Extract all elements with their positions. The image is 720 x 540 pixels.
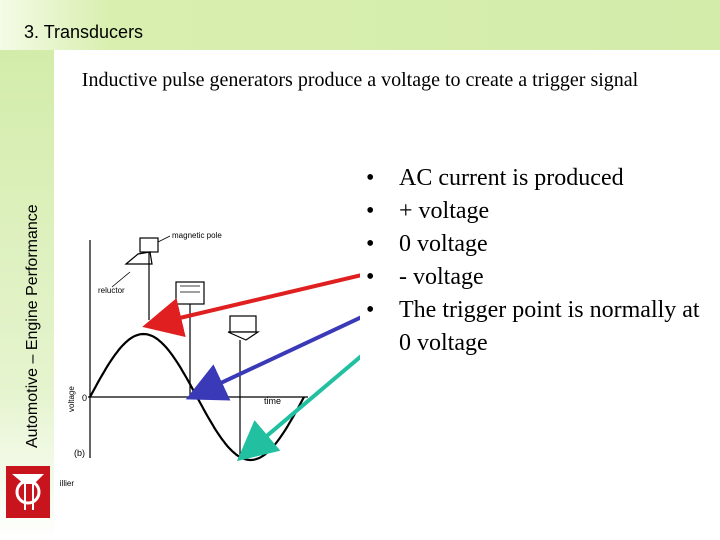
pulse-generator-diagram: 0 voltage time (b) magnetic pole relucto… — [60, 231, 360, 488]
sensor-bottom — [227, 315, 260, 458]
bullet-item: •0 voltage — [366, 231, 488, 257]
bullet-item: •The trigger point is normally at 0 volt… — [366, 297, 700, 356]
bullet-item: •- voltage — [366, 264, 484, 290]
bullet-item: •+ voltage — [366, 198, 490, 224]
panel-label: (b) — [74, 448, 85, 458]
reluctor-label: reluctor — [98, 286, 125, 295]
arrow-zero-voltage — [185, 315, 360, 401]
magnetic-pole-label: magnetic pole — [172, 231, 222, 240]
slide-headline: Inductive pulse generators produce a vol… — [81, 69, 639, 91]
bullet-item: •AC current is produced — [366, 165, 624, 191]
sensor-middle — [175, 281, 205, 397]
arrow-positive-voltage — [142, 273, 360, 338]
sidebar — [0, 50, 54, 540]
bullet-text: The trigger point is normally at 0 volta… — [399, 297, 700, 356]
time-axis-label: time — [264, 396, 281, 406]
voltage-axis-label: voltage — [67, 386, 76, 412]
header-bar: 3. Transducers — [0, 0, 720, 50]
zero-label: 0 — [82, 393, 87, 403]
sensor-top — [111, 235, 171, 320]
logo-icon — [6, 466, 50, 518]
credit-label: Hillier — [60, 479, 74, 488]
sidebar-label: Automotive – Engine Performance — [24, 204, 41, 448]
bullet-list: •AC current is produced •+ voltage •0 vo… — [364, 162, 704, 360]
bullet-text: - voltage — [399, 264, 484, 290]
bullet-text: + voltage — [399, 198, 490, 224]
slide-section-title: 3. Transducers — [24, 22, 144, 42]
bullet-text: 0 voltage — [399, 231, 488, 257]
arrow-negative-voltage — [236, 354, 360, 462]
bullet-text: AC current is produced — [399, 165, 624, 191]
